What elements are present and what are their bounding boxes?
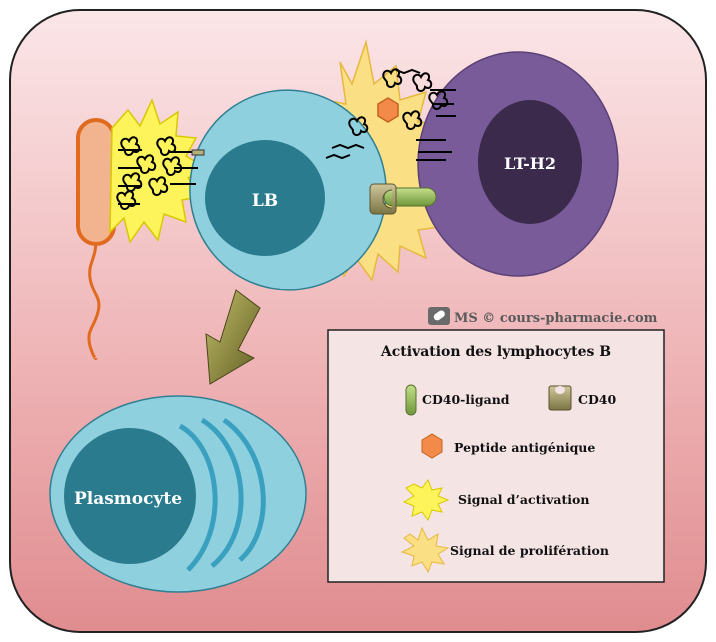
bacterium-body <box>76 118 116 246</box>
tcr-mhc-receptors <box>325 68 456 161</box>
legend-label-proliferation: Signal de prolifération <box>450 543 609 558</box>
watermark: MS © cours-pharmacie.com <box>428 307 658 326</box>
watermark-text: MS © cours-pharmacie.com <box>454 311 658 326</box>
lt-h2-cell: LT-H2 <box>417 51 619 277</box>
antigenic-peptide <box>377 97 399 123</box>
legend-label-peptide: Peptide antigénique <box>454 440 595 455</box>
peptide-icon <box>421 433 443 459</box>
endoplasmic-reticulum-arc-2 <box>200 417 244 568</box>
cd40-ligand-icon <box>405 384 417 416</box>
endoplasmic-reticulum-arc-1 <box>178 423 218 572</box>
legend: Activation des lymphocytes B CD40-ligand… <box>327 329 665 583</box>
legend-box <box>327 329 665 583</box>
cd40-receptor <box>369 183 397 215</box>
lb-cell: LB <box>189 89 387 291</box>
bcr-receptors-bacterium <box>116 136 205 211</box>
cd40-icon-notch <box>555 386 565 394</box>
pill-icon <box>428 307 450 325</box>
legend-label-cd40-ligand: CD40-ligand <box>422 392 510 407</box>
lt-label: LT-H2 <box>504 154 556 173</box>
activation-signal-burst <box>109 97 208 244</box>
plasmocyte-cell: Plasmocyte <box>49 395 307 593</box>
plasmocyte-nucleus <box>64 428 196 564</box>
proliferation-signal-icon <box>400 526 450 574</box>
differentiation-arrow <box>205 289 261 385</box>
activation-signal-icon <box>402 478 450 522</box>
legend-title: Activation des lymphocytes B <box>380 344 611 360</box>
lt-nucleus <box>478 100 582 224</box>
legend-label-cd40: CD40 <box>578 392 616 407</box>
lb-label: LB <box>252 191 278 211</box>
cd40-cd40l-interaction <box>369 183 437 215</box>
cd40-ligand-rod <box>383 187 437 207</box>
cd40-icon <box>548 385 572 411</box>
flagellum <box>87 239 101 360</box>
legend-label-activation: Signal d’activation <box>458 492 589 507</box>
lb-nucleus <box>205 140 325 256</box>
endoplasmic-reticulum-arc-3 <box>222 417 266 562</box>
plasmocyte-label: Plasmocyte <box>74 489 182 509</box>
